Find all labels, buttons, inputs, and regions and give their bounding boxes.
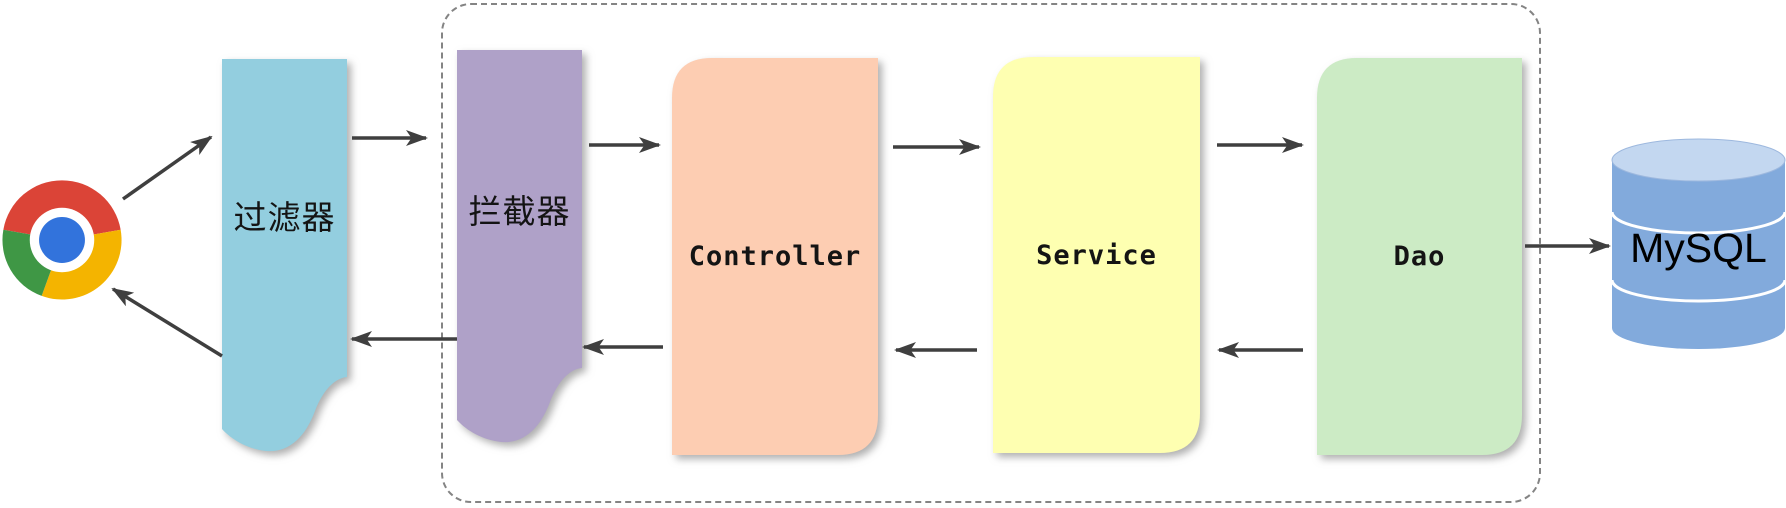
interceptor-shape xyxy=(457,50,582,443)
cylinder-body xyxy=(1612,160,1785,349)
chrome-blue-center xyxy=(39,217,85,263)
database-cylinder-icon xyxy=(1610,138,1786,349)
cylinder-divider-lower xyxy=(1610,279,1786,303)
chrome-icon xyxy=(2,180,122,300)
interceptor-shape-path xyxy=(457,50,582,443)
filter-label: 过滤器 xyxy=(233,199,336,236)
filter-shape xyxy=(222,59,347,452)
controller-label: Controller xyxy=(688,241,862,272)
dao-label: Dao xyxy=(1393,241,1446,272)
service-label: Service xyxy=(1036,239,1157,271)
interceptor-label: 拦截器 xyxy=(468,193,571,230)
cylinder-divider-upper xyxy=(1610,211,1786,235)
service-shape-path xyxy=(993,57,1200,453)
arrow-filter-to-browser xyxy=(111,287,223,358)
dao-shape xyxy=(1317,58,1522,455)
cylinder-top xyxy=(1611,138,1786,182)
arrow-browser-to-filter xyxy=(121,135,213,201)
node-dao: Dao xyxy=(1317,58,1522,455)
node-controller: Controller xyxy=(672,58,878,455)
interceptor-scope-boundary xyxy=(441,3,1541,503)
node-filter: 过滤器 xyxy=(222,59,347,452)
controller-shape-path xyxy=(672,58,878,455)
filter-shape-path xyxy=(222,59,347,452)
dao-shape-path xyxy=(1317,58,1522,455)
node-mysql: MySQL xyxy=(1610,138,1786,349)
node-service: Service xyxy=(993,57,1200,453)
controller-shape xyxy=(672,58,878,455)
node-interceptor: 拦截器 xyxy=(457,50,582,443)
service-shape xyxy=(993,57,1200,453)
mysql-label: MySQL xyxy=(1630,225,1767,271)
